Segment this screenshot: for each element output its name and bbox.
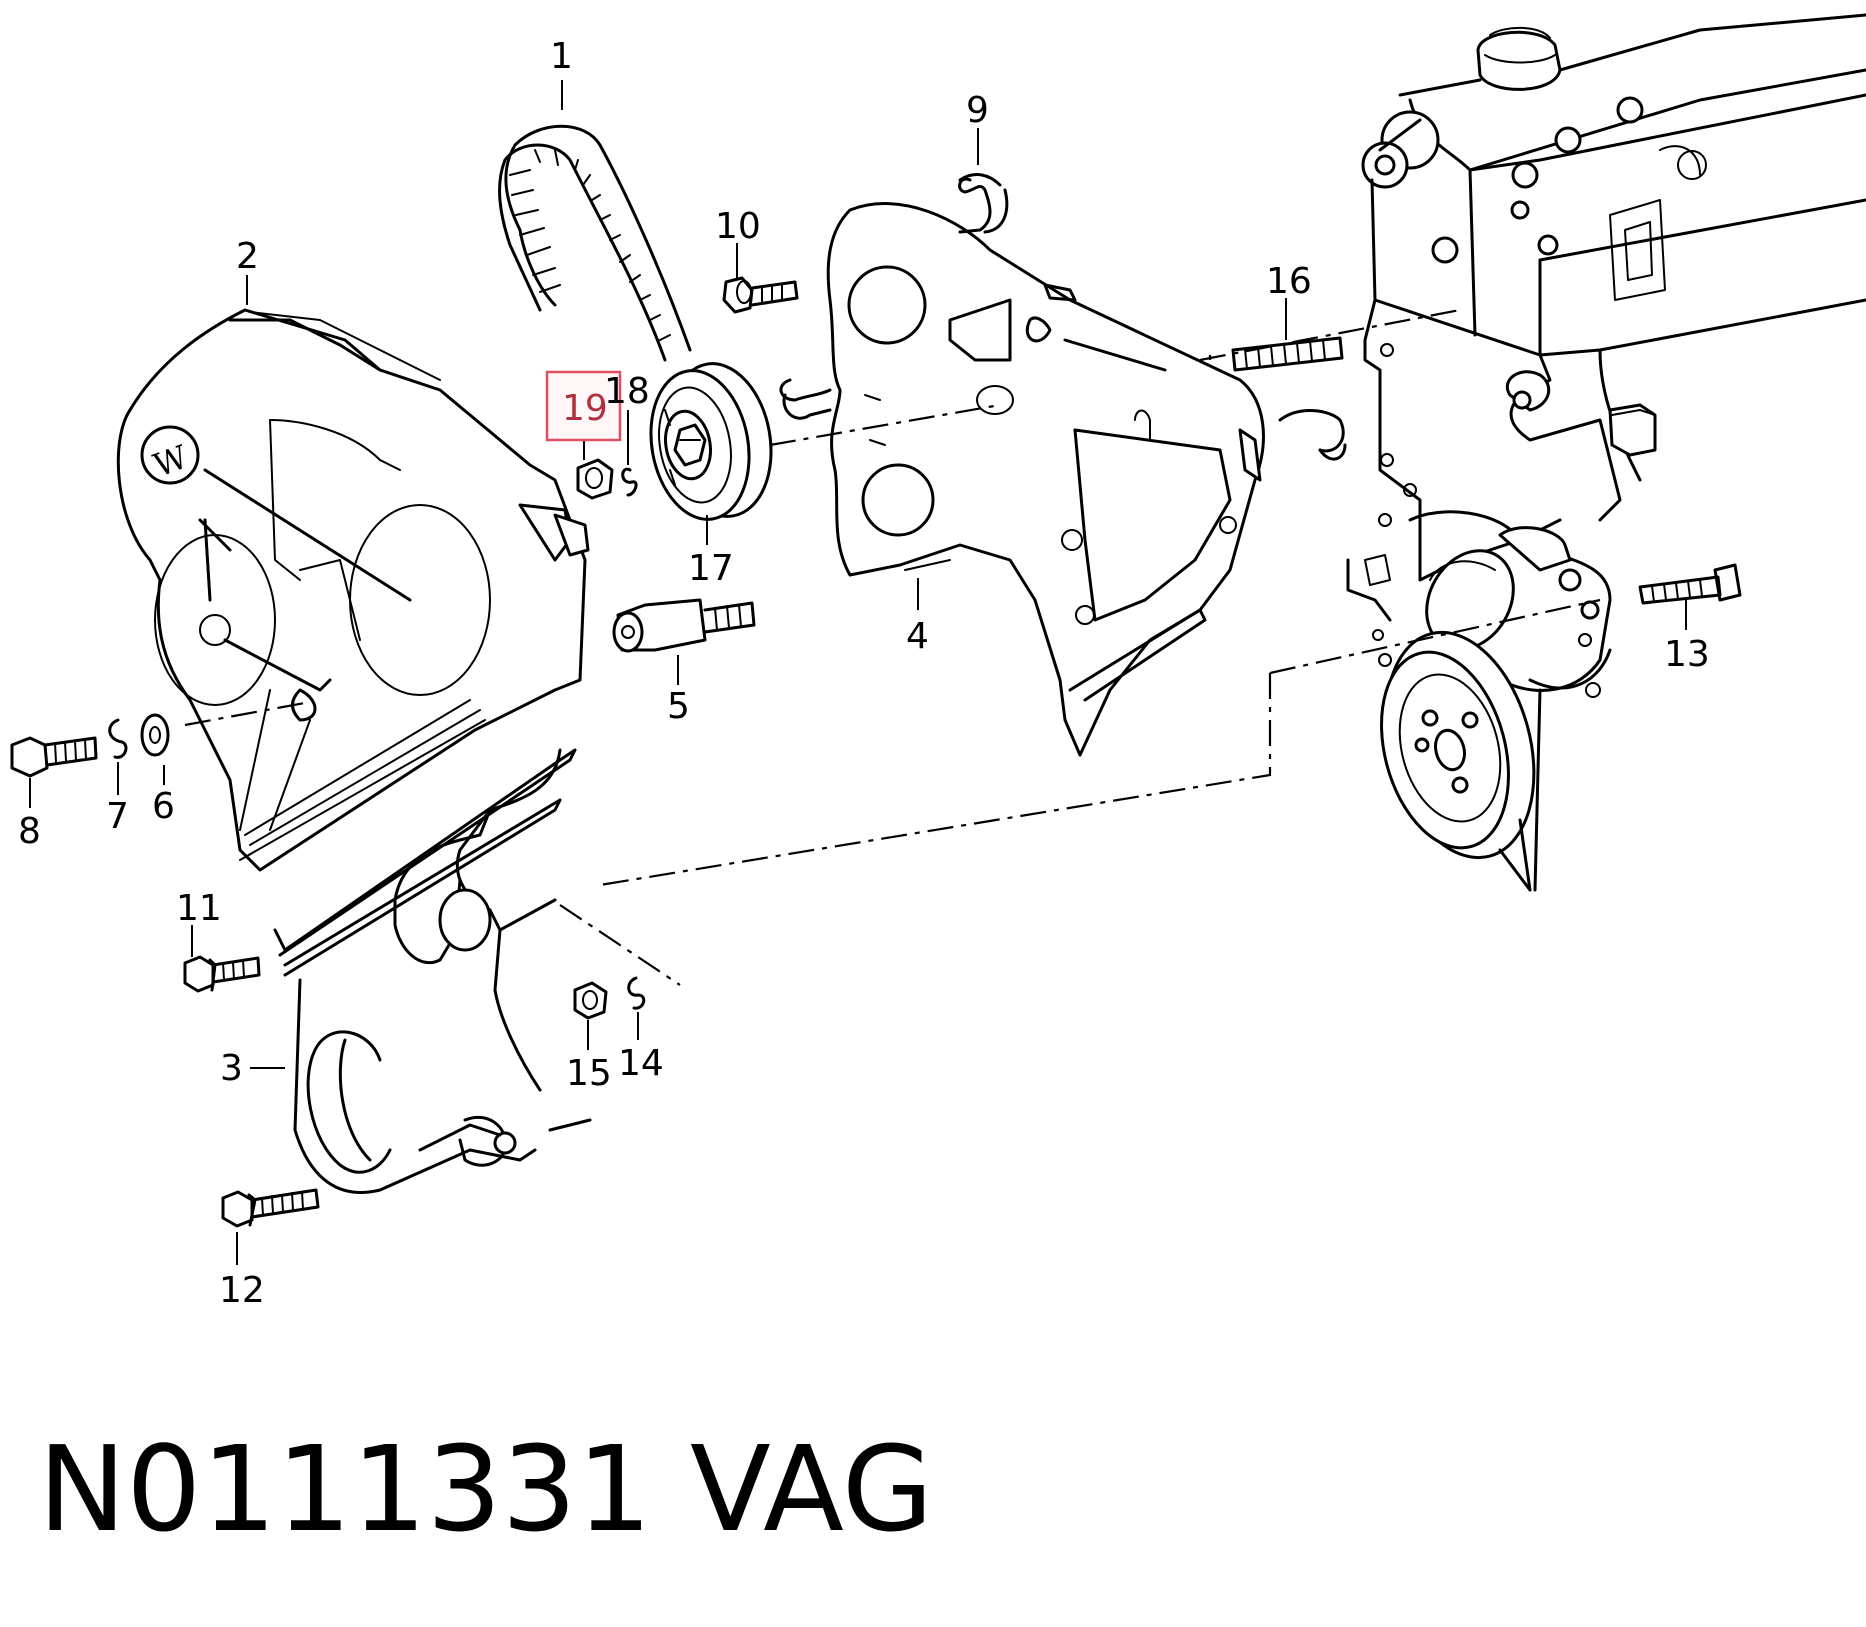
rear-timing-plate-drawing — [826, 202, 1265, 757]
assembly-center-lines — [184, 308, 1601, 986]
part-number: N0111331 — [38, 1420, 652, 1558]
callout-17[interactable]: 17 — [688, 548, 734, 589]
callout-12[interactable]: 12 — [219, 1270, 265, 1311]
stud-16-drawing — [1231, 336, 1344, 372]
callout-7[interactable]: 7 — [106, 796, 129, 837]
callout-2[interactable]: 2 — [236, 236, 259, 277]
callout-1[interactable]: 1 — [550, 36, 573, 77]
bolt-10-drawing — [722, 276, 799, 314]
callout-10[interactable]: 10 — [715, 206, 761, 247]
spring-washer-14-drawing — [627, 976, 646, 1010]
callout-19-highlighted[interactable]: 19 — [562, 388, 608, 429]
bolt-13-drawing — [1638, 563, 1742, 605]
callout-labels: 1 2 3 4 5 6 7 8 9 10 11 12 13 14 15 16 1… — [18, 36, 1710, 1311]
spring-washer-18-drawing — [621, 467, 638, 497]
engine-block-drawing — [1346, 13, 1866, 892]
washer-6-drawing — [140, 713, 170, 757]
nut-15-drawing — [573, 981, 608, 1020]
callout-8[interactable]: 8 — [18, 811, 41, 852]
callout-6[interactable]: 6 — [152, 786, 175, 827]
timing-belt-drawing — [498, 124, 692, 362]
bolt-12-drawing — [221, 1188, 320, 1228]
tensioner-pulley-drawing — [649, 362, 773, 521]
retaining-clip-drawing — [779, 173, 1347, 461]
callout-3[interactable]: 3 — [220, 1048, 243, 1089]
callout-11[interactable]: 11 — [176, 888, 222, 929]
callout-9[interactable]: 9 — [966, 90, 989, 131]
upper-timing-cover-drawing: W — [116, 308, 590, 872]
highlight-box — [545, 370, 622, 442]
callout-16[interactable]: 16 — [1266, 261, 1312, 302]
lower-timing-cover-drawing — [273, 748, 592, 1194]
spring-washer-7-drawing — [108, 718, 128, 759]
callout-13[interactable]: 13 — [1664, 634, 1710, 675]
callout-5[interactable]: 5 — [667, 686, 690, 727]
nut-19-drawing — [576, 458, 614, 500]
bolt-11-drawing — [183, 955, 261, 993]
brand-label: VAG — [690, 1420, 933, 1558]
callout-18[interactable]: 18 — [604, 371, 650, 412]
callout-4[interactable]: 4 — [906, 616, 929, 657]
bolt-8-drawing — [10, 736, 98, 778]
spacer-5-drawing — [612, 598, 756, 653]
callout-14[interactable]: 14 — [618, 1043, 664, 1084]
callout-leader-lines — [29, 80, 1687, 1265]
callout-15[interactable]: 15 — [566, 1053, 612, 1094]
